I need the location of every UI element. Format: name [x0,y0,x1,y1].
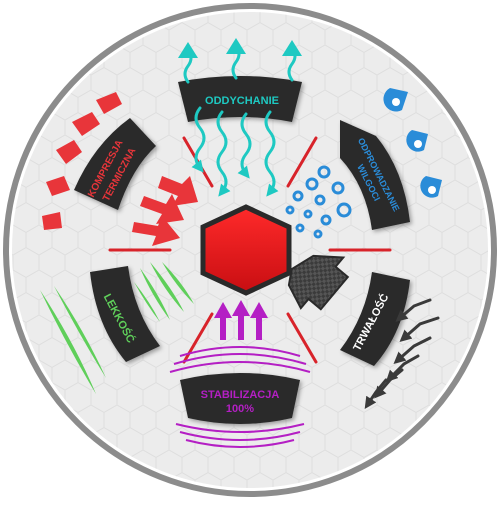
oddychanie-label: ODDYCHANIE [205,95,279,107]
oddychanie-panel [178,76,302,122]
up-arrow-icon [214,300,268,340]
oddychanie-section: ODDYCHANIE [178,38,302,197]
kompresja-panel [74,118,156,210]
impact-arrow-icon [364,298,440,409]
divider-lines [108,136,392,364]
lekkosc-panel [90,266,160,362]
carbon-arrow-icon [287,254,350,311]
leaf-stripe-icon [40,262,194,394]
trwalosc-panel [340,272,410,366]
heat-arc-icon [42,92,122,230]
bubble-icon [285,165,352,239]
stabilizacja-panel [180,373,300,424]
stabilizacja-section: STABILIZACJA 100% [169,300,311,448]
center-hexagon [200,204,292,296]
stabilizacja-label-1: STABILIZACJA [201,389,280,401]
stabilizacja-label-2: 100% [226,403,254,415]
lekkosc-section: LEKKOŚĆ [40,262,194,394]
arc-line-icon [169,346,311,448]
odprowadzanie-panel [340,120,410,230]
up-arrow-heads [178,38,302,58]
heat-arrow-icon [132,176,198,246]
water-drop-icon [383,88,442,198]
